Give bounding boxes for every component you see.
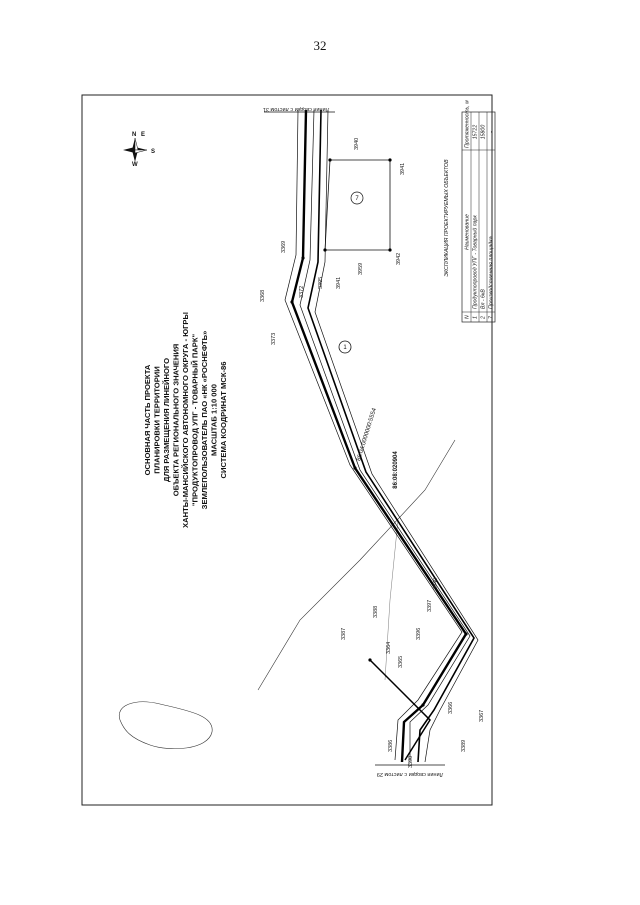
title-line-7: ЗЕМЛЕПОЛЬЗОВАТЕЛЬ ПАО «НК «РОСНЕФТЬ»	[200, 331, 209, 510]
pipeline-marker	[338, 340, 352, 354]
point-label-3389: 3389	[461, 740, 467, 752]
table-row-1-name: Продуктопровод УПГ - Товарный парк	[472, 215, 479, 309]
pipeline-main	[290, 109, 468, 763]
boundary-line-a	[257, 439, 456, 691]
point-label-3941: 3941	[400, 163, 406, 175]
match-line-left-label: Линия сводки с листом 29	[377, 771, 443, 777]
cadastral-parcel: 86:04:0000000:5554	[356, 407, 378, 462]
point-label-3369: 3369	[281, 241, 287, 253]
table-header-n: N	[465, 315, 471, 319]
point-label-3393: 3395	[318, 277, 324, 289]
point-label-3365: 3365	[398, 656, 404, 668]
table-row-3-n: 7	[489, 315, 495, 319]
table-header-length: Протяженность, м	[465, 100, 471, 148]
table-header-name: Наименование	[465, 214, 471, 250]
site-marker	[350, 191, 364, 205]
title-block: ОСНОВНАЯ ЧАСТЬ ПРОЕКТА ПЛАНИРОВКИ ТЕРРИТ…	[143, 312, 228, 528]
point-label-3394: 3396	[416, 628, 422, 640]
vertex-points	[290, 158, 468, 707]
title-line-5: ХАНТЫ-МАНСИЙСКОГО АВТОНОМНОГО ОКРУГА - Ю…	[181, 312, 190, 528]
branch-left	[369, 659, 431, 761]
compass-w: W	[132, 162, 138, 168]
point-label-3942: 3942	[396, 253, 402, 265]
point-label-3366: 3366	[448, 702, 454, 714]
point-label-3373: 3373	[271, 333, 277, 345]
table-row-3-name: Производственная площадка	[489, 236, 495, 309]
corridor-outer-2	[299, 109, 471, 762]
point-label-3940: 3940	[354, 138, 360, 150]
point-label-3397: 3941	[336, 277, 342, 289]
title-line-6: "ПРОДУКТОПРОВОД УПГ - ТОВАРНЫЙ ПАРК"	[191, 334, 200, 507]
corridor-outer-1	[284, 109, 463, 761]
match-line-right-label: Линия сводки с листом 31	[263, 106, 329, 112]
point-label-3390: 3390	[408, 756, 414, 768]
cadastral-quarter: 86:08:020904	[393, 451, 399, 489]
point-label-3364: 3364	[386, 642, 392, 654]
title-line-8: МАСШТАБ 1:10 000	[210, 384, 219, 456]
site-marker-label: 7	[355, 196, 359, 202]
table-row-1-value: 15722	[473, 125, 479, 140]
point-label-3368: 3368	[260, 290, 266, 302]
table-row-2-value: 15800	[481, 125, 487, 140]
point-label-3372: 3372	[299, 286, 305, 298]
compass-s: S	[151, 149, 155, 155]
point-label-3959: 3959	[358, 263, 364, 275]
pipeline-marker-label: 1	[343, 345, 347, 351]
point-label-3396: 3940	[433, 578, 439, 590]
lake-contour	[118, 701, 213, 750]
corridor-outer-3	[314, 109, 479, 763]
page-number: 32	[313, 38, 327, 53]
title-line-4: ОБЪЕКТА РЕГИОНАЛЬНОГО ЗНАЧЕНИЯ	[172, 344, 181, 497]
power-line	[307, 109, 475, 763]
production-site	[324, 159, 391, 251]
title-line-9: СИСТЕМА КООДРИНАТ МСК-86	[219, 362, 228, 479]
point-label-3395: 3397	[427, 600, 433, 612]
compass-n: N	[132, 132, 136, 138]
title-line-2: ПЛАНИРОВКИ ТЕРРИТОРИИ	[153, 366, 162, 473]
title-line-3: ДЛЯ РАЗМЕЩЕНИЯ ЛИНЕЙНОГО	[162, 358, 171, 482]
point-label-3367: 3367	[479, 710, 485, 722]
boundary-line-b	[384, 519, 399, 681]
table-row-2-n: 2	[481, 316, 487, 320]
table-title: ЭКСПЛИКАЦИЯ ПРОЕКТИРУЕМЫХ ОБЪЕКТОВ	[444, 159, 450, 277]
table-row-3-value: -	[489, 131, 495, 133]
table-row-1-n: 1	[473, 316, 479, 319]
compass-e: E	[141, 132, 145, 138]
point-label-3386: 3386	[388, 740, 394, 752]
compass-rose-icon: N S W E	[123, 132, 155, 168]
table-row-2-name: Вл - 6кВ	[481, 289, 487, 309]
explication-table: ЭКСПЛИКАЦИЯ ПРОЕКТИРУЕМЫХ ОБЪЕКТОВ N Наи…	[444, 100, 496, 323]
sheet-frame	[81, 94, 493, 806]
point-label-3387: 3387	[341, 628, 347, 640]
title-line-1: ОСНОВНАЯ ЧАСТЬ ПРОЕКТА	[143, 364, 152, 475]
point-label-3388: 3388	[373, 606, 379, 618]
